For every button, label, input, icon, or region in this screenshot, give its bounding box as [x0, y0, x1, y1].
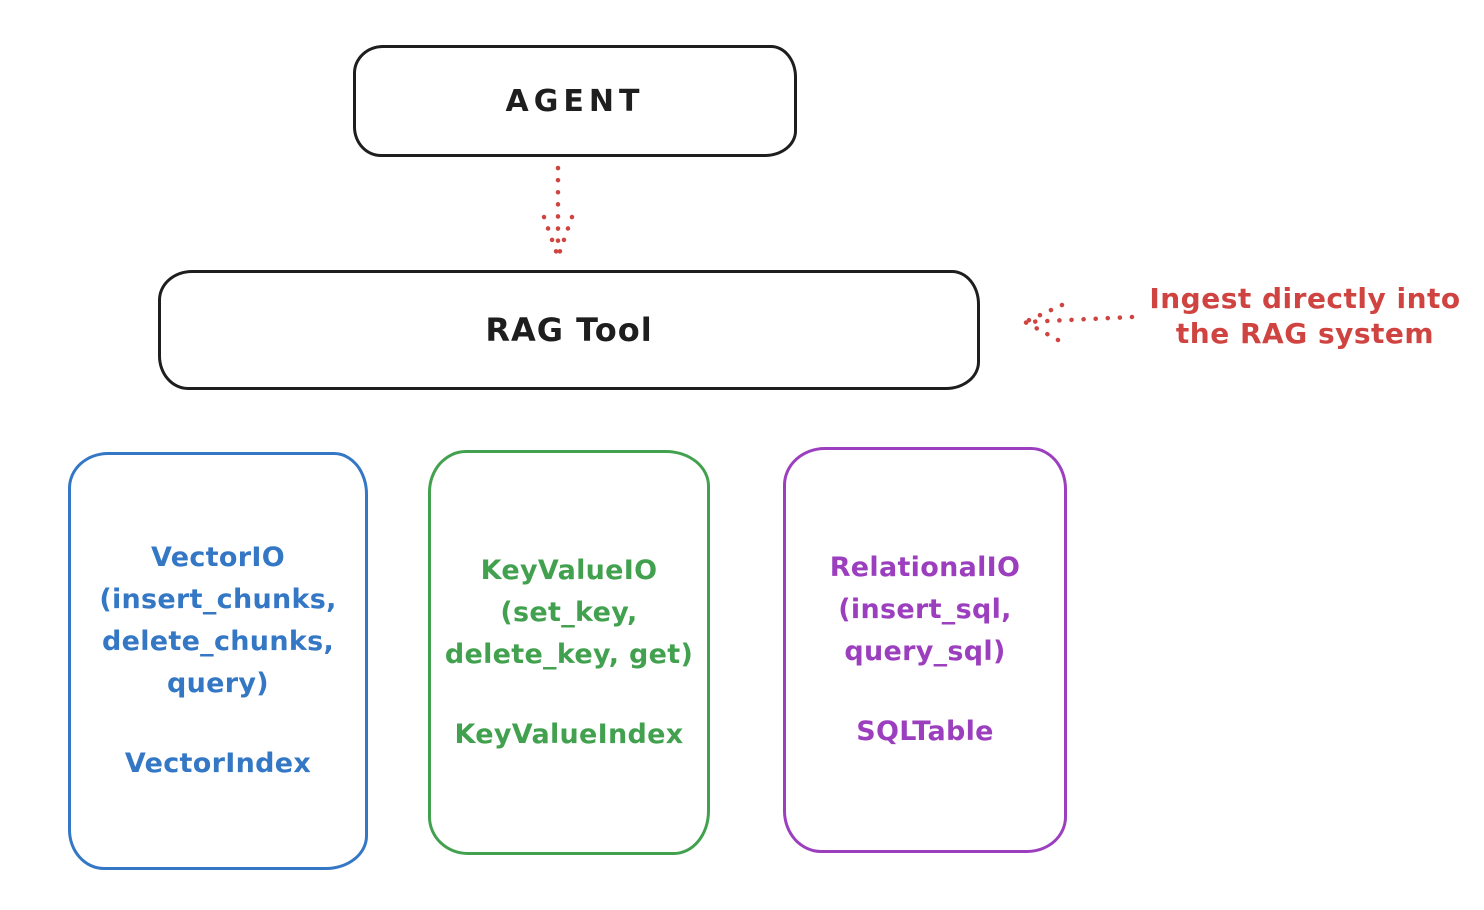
- rag-tool-node: RAG Tool: [158, 270, 980, 390]
- relational-io-node: RelationalIO (insert_sql, query_sql) SQL…: [783, 447, 1067, 853]
- vector-io-method-line: query): [167, 668, 269, 699]
- vector-io-method-line: (insert_chunks,: [99, 584, 337, 615]
- annotation-line-1: Ingest directly into: [1149, 282, 1461, 315]
- agent-node-label: AGENT: [505, 83, 645, 119]
- vector-io-method-line: delete_chunks,: [101, 626, 335, 657]
- vector-io-node: VectorIO (insert_chunks, delete_chunks, …: [68, 452, 368, 870]
- vector-index-label: VectorIndex: [124, 748, 312, 779]
- keyvalue-io-title: KeyValueIO: [480, 554, 658, 586]
- agent-node: AGENT: [353, 45, 797, 157]
- agent-to-ragtool-arrow-icon: [541, 165, 575, 257]
- annotation-line-2: the RAG system: [1175, 317, 1435, 350]
- annotation-label: Ingest directly into the RAG system: [1135, 281, 1475, 351]
- annotation-arrow-icon: [1022, 302, 1135, 343]
- keyvalue-io-node: KeyValueIO (set_key, delete_key, get) Ke…: [428, 450, 710, 855]
- relational-io-method-line: query_sql): [844, 636, 1006, 667]
- keyvalue-io-method-line: delete_key, get): [444, 638, 694, 670]
- keyvalue-io-method-line: (set_key,: [500, 596, 638, 628]
- rag-tool-node-label: RAG Tool: [485, 311, 653, 349]
- keyvalue-index-label: KeyValueIndex: [454, 718, 684, 750]
- sql-table-label: SQLTable: [856, 716, 994, 747]
- relational-io-method-line: (insert_sql,: [838, 594, 1012, 625]
- vector-io-title: VectorIO: [151, 542, 285, 573]
- relational-io-title: RelationalIO: [829, 552, 1021, 583]
